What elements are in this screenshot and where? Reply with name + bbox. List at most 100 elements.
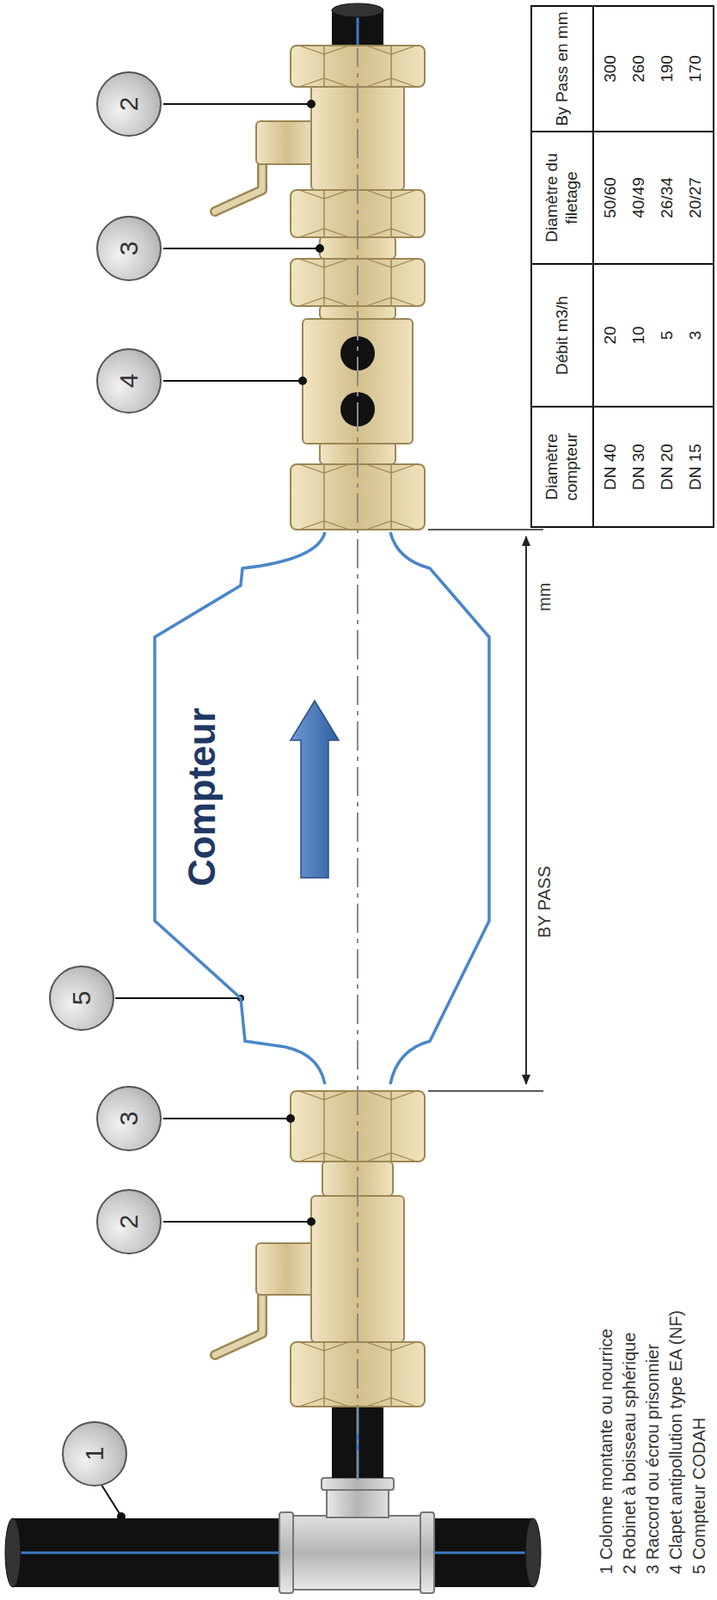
nut-face xyxy=(390,258,393,307)
axis-line xyxy=(356,48,359,1480)
table-cell: 300 xyxy=(596,9,626,129)
nut-face xyxy=(390,1342,393,1407)
leader-dot xyxy=(117,1513,125,1520)
valve-lever xyxy=(214,1273,263,1355)
nut-face xyxy=(390,45,393,87)
table-cell: DN 30 xyxy=(625,410,654,524)
pipe-end xyxy=(331,3,384,18)
table-cell: DN 20 xyxy=(653,410,682,524)
table-cell: 50/60 xyxy=(596,134,626,261)
nut-face xyxy=(390,464,393,530)
table-header: Diamètre du filetage xyxy=(533,134,592,261)
nut-face xyxy=(323,1090,325,1162)
table-cell: 170 xyxy=(681,9,711,129)
callout-circle: 5 xyxy=(49,965,115,1031)
leader-dot xyxy=(316,245,324,252)
dimension-line xyxy=(525,536,528,1085)
table-header: Débit m3/h xyxy=(533,267,592,404)
table-header: By Pass en mm xyxy=(533,9,592,129)
pipe-end xyxy=(525,1518,541,1588)
pipe-centerline xyxy=(15,1551,531,1555)
leader-connector xyxy=(115,994,245,1002)
table-rule xyxy=(531,263,714,265)
valve-lever xyxy=(214,1273,263,1355)
valve-stem xyxy=(256,121,317,165)
table-cell: 40/49 xyxy=(625,134,654,261)
legend-item: 1 Colonne montante ou nourrice xyxy=(596,1328,617,1575)
callout-number: 4 xyxy=(114,373,144,389)
callout-number: 5 xyxy=(67,991,97,1006)
table-cell: DN 15 xyxy=(681,410,711,524)
table-header: Diamètre compteur xyxy=(533,410,592,524)
leader-line xyxy=(163,247,319,250)
table-cell: DN 40 xyxy=(596,410,626,524)
table-cell: 10 xyxy=(625,267,654,404)
nut-face xyxy=(323,1342,325,1407)
tee-ring xyxy=(279,1512,294,1594)
dimension-label: BY PASS xyxy=(534,865,555,938)
nut-face xyxy=(323,45,325,87)
callout-number: 2 xyxy=(114,1214,144,1230)
callout-circle: 3 xyxy=(96,1085,162,1152)
tee-ring xyxy=(420,1512,435,1594)
extension-line xyxy=(428,1090,544,1092)
leader-dot xyxy=(287,1115,295,1122)
leader-line xyxy=(101,1484,121,1515)
flow-arrow xyxy=(290,700,339,878)
dimension-line xyxy=(525,536,528,1085)
legend-item: 3 Raccord ou écrou prisonnier xyxy=(643,1343,663,1575)
callout-number: 3 xyxy=(114,241,144,257)
callout-number: 3 xyxy=(114,1111,144,1127)
callout-circle: 2 xyxy=(96,71,162,137)
meter-outline-top xyxy=(154,532,325,1085)
nut-face xyxy=(323,464,325,530)
callout-number: 2 xyxy=(114,97,144,112)
connector-line xyxy=(115,997,239,999)
nut-face xyxy=(390,1090,393,1162)
table-border xyxy=(531,6,714,528)
table-cell: 26/34 xyxy=(653,134,682,261)
table-rule xyxy=(531,130,714,133)
table-cell: 20 xyxy=(596,267,626,404)
legend-item: 4 Clapet antipollution type EA (NF) xyxy=(666,1310,687,1575)
leader-line xyxy=(163,1220,310,1223)
tee-fitting xyxy=(288,1515,426,1590)
legend-item: 2 Robinet à boisseau sphérique xyxy=(619,1332,640,1575)
tee-ring xyxy=(321,1477,394,1490)
table-cell: 20/27 xyxy=(681,134,711,261)
nut-face xyxy=(323,258,325,307)
fittings xyxy=(214,45,425,1407)
extension-line xyxy=(428,528,544,531)
water-meter: Compteur xyxy=(151,528,494,1086)
table-rule xyxy=(592,6,595,528)
meter-outline-bottom xyxy=(390,532,490,1085)
pipe-end xyxy=(5,1518,21,1588)
meter-title: Compteur xyxy=(180,707,224,887)
callout-circle: 4 xyxy=(96,348,162,414)
callout-circle: 1 xyxy=(61,1421,128,1487)
leader-dot xyxy=(299,377,307,385)
callout-circle: 2 xyxy=(96,1188,162,1255)
table-grid xyxy=(531,6,714,528)
callout-circle: 3 xyxy=(96,215,162,282)
table-cell: 260 xyxy=(625,9,654,129)
nut-face xyxy=(390,189,393,238)
table-cell: 190 xyxy=(653,9,682,129)
valve-stem xyxy=(256,1243,317,1295)
table-rule xyxy=(531,405,714,408)
valve-lever xyxy=(214,147,263,212)
dimension-label: mm xyxy=(534,582,555,612)
leader-dot xyxy=(307,100,315,108)
leader-lines xyxy=(101,100,324,1520)
leader-line xyxy=(163,103,310,105)
table-cell: 3 xyxy=(681,267,711,404)
riser-pipe xyxy=(12,1518,534,1588)
legend-item: 5 Compteur CODAH xyxy=(689,1417,710,1575)
leader-line xyxy=(163,1117,289,1120)
callout-number: 1 xyxy=(79,1446,110,1462)
leader-line xyxy=(163,379,301,382)
leader-dot xyxy=(307,1218,315,1226)
table-cell: 5 xyxy=(653,267,682,404)
nut-face xyxy=(323,189,325,238)
